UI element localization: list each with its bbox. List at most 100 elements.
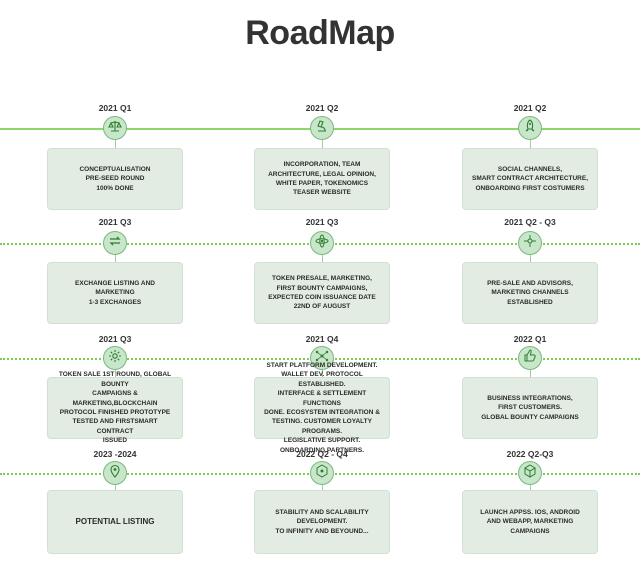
period-label: 2021 Q3: [98, 217, 132, 227]
milestone-node: [518, 231, 542, 255]
description-line: INTERFACE & SETTLEMENT FUNCTIONS: [277, 390, 367, 407]
milestone-node: [518, 346, 542, 370]
connector-stem: [529, 370, 531, 377]
connector-stem: [114, 370, 116, 377]
connector-stem: [529, 255, 531, 262]
description-line: PROTOCOL FINISHED PROTOTYPE: [59, 409, 171, 416]
period-label: 2021 Q2: [513, 103, 547, 113]
milestone-node: [103, 116, 127, 140]
thumbs-up-icon: [523, 348, 537, 368]
period-label: 2022 Q1: [513, 334, 547, 344]
page-title: RoadMap: [245, 14, 395, 52]
description-line: FIRST CUSTOMERS.: [498, 404, 562, 412]
milestone-card: TOKEN SALE 1ST ROUND, GLOBAL BOUNTY CAMPA…: [47, 371, 183, 444]
description-line: DONE. ECOSYSTEM INTEGRATION &: [264, 409, 380, 416]
hexagon-network-icon: [315, 463, 329, 483]
description-line: LEGISLATIVE SUPPORT. ONBOARDING PARTNERS…: [279, 437, 365, 454]
milestone-card: SOCIAL CHANNELS, SMART CONTRACT ARCHITECT…: [462, 148, 598, 210]
atom-icon: [315, 234, 329, 253]
description-line: STABILITY AND SCALABILITY: [275, 508, 369, 516]
description-line: GLOBAL BOUNTY CAMPAIGNS: [481, 413, 579, 421]
description-line: EXPECTED COIN ISSUANCE DATE: [268, 294, 376, 301]
microscope-icon: [315, 119, 329, 138]
balance-scale-icon: [108, 119, 122, 138]
period-label: 2021 Q3: [305, 217, 339, 227]
description-line: TEASER WEBSITE: [293, 189, 351, 197]
milestone-node: [310, 346, 334, 370]
period-label: 2021 Q2: [305, 103, 339, 113]
milestone-description: BUSINESS INTEGRATIONS, FIRST CUSTOMERS.GL…: [481, 394, 579, 422]
period-label: 2021 Q3: [98, 334, 132, 344]
description-line: ISSUED: [102, 437, 128, 445]
description-line: INCORPORATION, TEAM: [283, 161, 361, 169]
rocket-icon: [523, 118, 537, 138]
milestone-node: [103, 461, 127, 485]
description-line: DEVELOPMENT.: [296, 518, 348, 526]
exchange-icon: [108, 234, 122, 253]
description-line: TESTED AND FIRSTSMART CONTRACT: [72, 418, 158, 435]
description-line: 1-3 EXCHANGES: [88, 298, 142, 306]
connector-stem: [321, 255, 323, 262]
connector-stem: [529, 140, 531, 148]
description-line: POTENTIAL LISTING: [75, 517, 155, 527]
description-line: CONCEPTUALISATION: [79, 165, 151, 173]
milestone-node: [103, 231, 127, 255]
milestone-node: [310, 116, 334, 140]
connector-stem: [321, 485, 323, 490]
description-line: PRE-SALE AND ADVISORS,: [487, 279, 573, 287]
description-line: WHITE PAPER, TOKENOMICS: [275, 180, 369, 187]
milestone-description: START PLATFORM DEVELOPMENT. WALLET DEV. P…: [263, 361, 381, 455]
description-line: FIRST BOUNTY CAMPAIGNS,: [276, 284, 368, 292]
connector-stem: [321, 370, 323, 377]
milestone-description: SOCIAL CHANNELS, SMART CONTRACT ARCHITECT…: [472, 165, 588, 193]
connector-stem: [321, 140, 323, 148]
description-line: TESTING. CUSTOMER LOYALTY PROGRAMS.: [272, 418, 372, 435]
nodes-icon: [315, 349, 329, 368]
cube-network-icon: [523, 463, 537, 483]
network-icon: [523, 234, 537, 253]
milestone-card: START PLATFORM DEVELOPMENT. WALLET DEV. P…: [254, 362, 390, 454]
description-line: WALLET DEV. PROTOCOL ESTABLISHED.: [281, 371, 363, 388]
milestone-description: TOKEN PRESALE, MARKETING,FIRST BOUNTY CA…: [268, 274, 376, 312]
milestone-description: TOKEN SALE 1ST ROUND, GLOBAL BOUNTY CAMPA…: [56, 370, 174, 445]
connector-stem: [114, 255, 116, 262]
milestone-card: BUSINESS INTEGRATIONS, FIRST CUSTOMERS.GL…: [462, 377, 598, 439]
description-line: ONBOARDING FIRST COSTUMERS: [475, 184, 585, 192]
description-line: CAMPAIGNS: [510, 527, 550, 535]
description-line: ESTABLISHED: [507, 298, 553, 306]
milestone-card: TOKEN PRESALE, MARKETING,FIRST BOUNTY CA…: [254, 262, 390, 324]
description-line: 22ND OF AUGUST: [293, 303, 351, 311]
period-label: 2021 Q4: [305, 334, 339, 344]
description-line: TOKEN PRESALE, MARKETING,: [272, 275, 372, 283]
connector-stem: [114, 140, 116, 148]
period-label: 2021 Q2 - Q3: [504, 217, 556, 227]
period-label: 2021 Q1: [98, 103, 132, 113]
description-line: SMART CONTRACT ARCHITECTURE,: [471, 175, 589, 183]
period-label: 2023 -2024: [93, 449, 137, 459]
description-line: EXCHANGE LISTING AND MARKETING: [75, 279, 155, 297]
milestone-node: [518, 461, 542, 485]
gear-icon: [108, 349, 122, 368]
description-line: START PLATFORM DEVELOPMENT.: [266, 361, 378, 369]
milestone-description: PRE-SALE AND ADVISORS,MARKETING CHANNELS…: [487, 279, 573, 307]
milestone-description: STABILITY AND SCALABILITY DEVELOPMENT.TO …: [275, 508, 368, 536]
description-line: ARCHITECTURE, LEGAL OPINION,: [268, 170, 376, 178]
description-line: BUSINESS INTEGRATIONS,: [487, 394, 573, 402]
milestone-card: POTENTIAL LISTING: [47, 490, 183, 554]
description-line: CAMPAIGNS & MARKETING,BLOCKCHAIN: [72, 390, 158, 407]
description-line: TO INFINITY AND BEYOUND...: [275, 527, 369, 535]
description-line: SOCIAL CHANNELS,: [497, 165, 563, 173]
location-pin-icon: [108, 464, 122, 483]
period-label: 2022 Q2-Q3: [506, 449, 554, 459]
description-line: TOKEN SALE 1ST ROUND, GLOBAL BOUNTY: [58, 371, 172, 388]
description-line: AND WEBAPP, MARKETING: [486, 518, 574, 526]
milestone-description: POTENTIAL LISTING: [76, 516, 155, 528]
milestone-card: PRE-SALE AND ADVISORS,MARKETING CHANNELS…: [462, 262, 598, 324]
milestone-node: [518, 116, 542, 140]
